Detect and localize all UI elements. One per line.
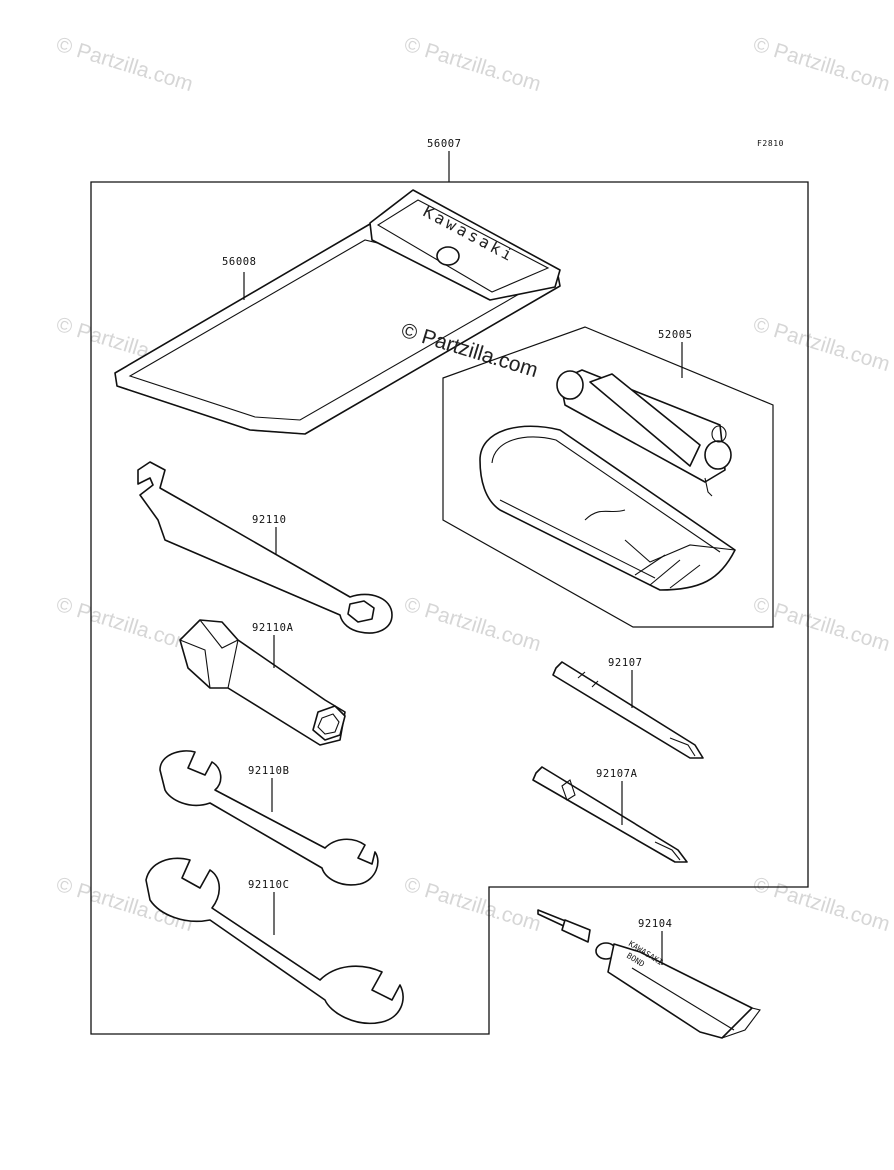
watermark: © Partzilla.com: [402, 33, 544, 96]
hex-socket-icon: [347, 600, 375, 623]
callout-92107[interactable]: 92107: [608, 657, 643, 669]
callout-92110A[interactable]: 92110A: [252, 622, 294, 634]
open-end-wrench-small[interactable]: [159, 750, 379, 886]
watermark: © Partzilla.com: [54, 593, 196, 656]
open-end-wrench-large[interactable]: [145, 857, 404, 1025]
watermark: © Partzilla.com: [54, 33, 196, 96]
watermark: © Partzilla.com: [751, 313, 893, 376]
callout-92107A[interactable]: 92107A: [596, 768, 638, 780]
box-wrench[interactable]: [179, 619, 346, 746]
snap-button-icon: [436, 246, 460, 266]
callout-92110B[interactable]: 92110B: [248, 765, 290, 777]
watermark: © Partzilla.com: [402, 873, 544, 936]
callout-56007[interactable]: 56007: [427, 138, 462, 150]
callout-56008[interactable]: 56008: [222, 256, 257, 268]
tool-pouch[interactable]: Kawasaki: [114, 189, 561, 435]
callout-52005[interactable]: 52005: [658, 329, 693, 341]
watermark: © Partzilla.com: [751, 873, 893, 936]
tire-pump[interactable]: [556, 369, 732, 497]
watermark: © Partzilla.com: [751, 33, 893, 96]
callout-92104[interactable]: 92104: [638, 918, 673, 930]
screwdriver-phillips[interactable]: [552, 661, 704, 759]
callout-92110[interactable]: 92110: [252, 514, 287, 526]
pump-set-outline: [442, 326, 774, 628]
pump-bag[interactable]: [479, 425, 736, 591]
watermark: © Partzilla.com: [751, 593, 893, 656]
callout-92110C[interactable]: 92110C: [248, 879, 290, 891]
kit-outline: [90, 181, 809, 1035]
hook-wrench[interactable]: [137, 461, 393, 634]
watermark: © Partzilla.com: [402, 593, 544, 656]
screwdriver-flat[interactable]: [532, 766, 688, 863]
figure-code: F2810: [757, 139, 784, 148]
